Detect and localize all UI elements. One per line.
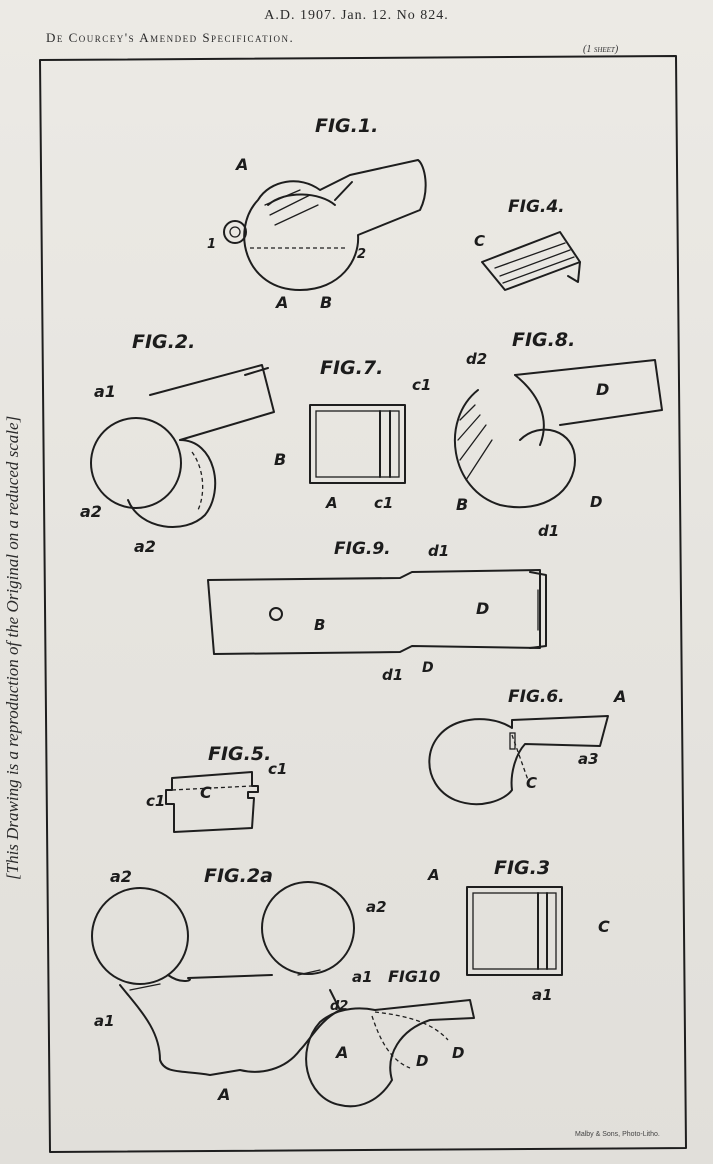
fig2-label-a2-left: a2 xyxy=(80,502,102,521)
fig9-label-B: B xyxy=(314,616,325,634)
fig9-label-D-bottom: D xyxy=(422,660,434,676)
fig1-label-2: 2 xyxy=(357,247,366,262)
fig2-title: FIG.2. xyxy=(132,331,195,353)
figure-4: FIG.4. C xyxy=(474,197,581,291)
fig3-label-a1: a1 xyxy=(532,986,553,1004)
fig8-label-D-top: D xyxy=(596,380,609,399)
fig7-label-A: A xyxy=(325,494,338,512)
fig2a-label-a2-left: a2 xyxy=(110,867,132,886)
fig5-label-C: C xyxy=(200,783,212,802)
fig10-label-D-right: D xyxy=(452,1044,464,1062)
fig3-label-A: A xyxy=(427,866,440,884)
fig2a-label-a1-left: a1 xyxy=(94,1012,115,1030)
fig5-label-c1-right: c1 xyxy=(268,760,287,778)
fig10-title: FIG10 xyxy=(388,967,440,986)
header-specification-title: De Courcey's Amended Specification. xyxy=(46,30,295,45)
fig7-label-c1-top: c1 xyxy=(412,376,431,394)
fig1-title: FIG.1. xyxy=(315,115,378,137)
fig9-label-D: D xyxy=(476,599,489,618)
fig3-label-C: C xyxy=(598,917,610,936)
header-date-number: A.D. 1907. Jan. 12. No 824. xyxy=(264,8,449,23)
figure-5: FIG.5. c1 C c1 xyxy=(146,743,287,833)
fig10-label-A: A xyxy=(334,1043,348,1062)
figure-7: FIG.7. c1 B A c1 xyxy=(274,357,431,512)
fig6-label-A: A xyxy=(612,687,626,706)
figure-6: FIG.6. A a3 C xyxy=(428,687,626,806)
fig4-title: FIG.4. xyxy=(508,197,565,217)
fig2-label-a1: a1 xyxy=(94,382,116,401)
fig6-title: FIG.6. xyxy=(508,687,565,707)
fig1-label-B: B xyxy=(320,293,332,312)
figure-8: FIG.8. d2 D B D d1 xyxy=(453,329,663,540)
fig2a-title: FIG.2a xyxy=(204,865,273,887)
header-sheet-count: (1 sheet) xyxy=(583,44,619,55)
fig2a-label-a2-right: a2 xyxy=(366,898,387,916)
fig10-label-d2: d2 xyxy=(330,999,348,1014)
figure-1: FIG.1. A 1 2 A B xyxy=(207,115,427,312)
fig9-label-d1-top: d1 xyxy=(428,542,449,560)
fig6-label-a3: a3 xyxy=(578,750,599,768)
fig8-label-D-bottom: D xyxy=(590,493,602,511)
fig2a-label-a1-right: a1 xyxy=(352,968,373,986)
figure-3: FIG.3 A C a1 xyxy=(427,857,610,1004)
fig7-label-B: B xyxy=(274,450,286,469)
fig5-title: FIG.5. xyxy=(208,743,271,765)
fig8-title: FIG.8. xyxy=(512,329,575,351)
fig10-label-D-left: D xyxy=(416,1052,428,1070)
fig2-label-a2-bottom: a2 xyxy=(134,537,156,556)
fig1-label-A-top: A xyxy=(234,155,248,174)
fig8-label-B: B xyxy=(456,495,468,514)
fig8-label-d2: d2 xyxy=(466,350,487,368)
fig6-label-C: C xyxy=(526,774,537,792)
drawing-border xyxy=(39,55,687,1153)
fig7-label-c1-bottom: c1 xyxy=(374,494,393,512)
figure-2: FIG.2. a1 a2 a2 xyxy=(80,331,275,556)
fig5-label-c1-left: c1 xyxy=(146,792,165,810)
fig9-title: FIG.9. xyxy=(334,539,391,559)
fig9-label-d1-bottom: d1 xyxy=(382,666,403,684)
fig7-title: FIG.7. xyxy=(320,357,383,379)
figure-9: FIG.9. d1 B D d1 D xyxy=(207,539,547,684)
figure-2a: FIG.2a a2 a2 a1 a1 A xyxy=(91,865,387,1104)
fig1-label-1: 1 xyxy=(207,237,216,252)
fig3-title: FIG.3 xyxy=(494,857,550,879)
figure-10: FIG10 d2 A D D xyxy=(305,967,475,1108)
fig2a-label-A: A xyxy=(216,1085,230,1104)
fig4-label-C: C xyxy=(474,232,485,250)
printer-credit: Malby & Sons, Photo-Litho. xyxy=(575,1131,660,1138)
fig1-label-A-bottom: A xyxy=(274,293,288,312)
fig8-label-d1: d1 xyxy=(538,522,559,540)
